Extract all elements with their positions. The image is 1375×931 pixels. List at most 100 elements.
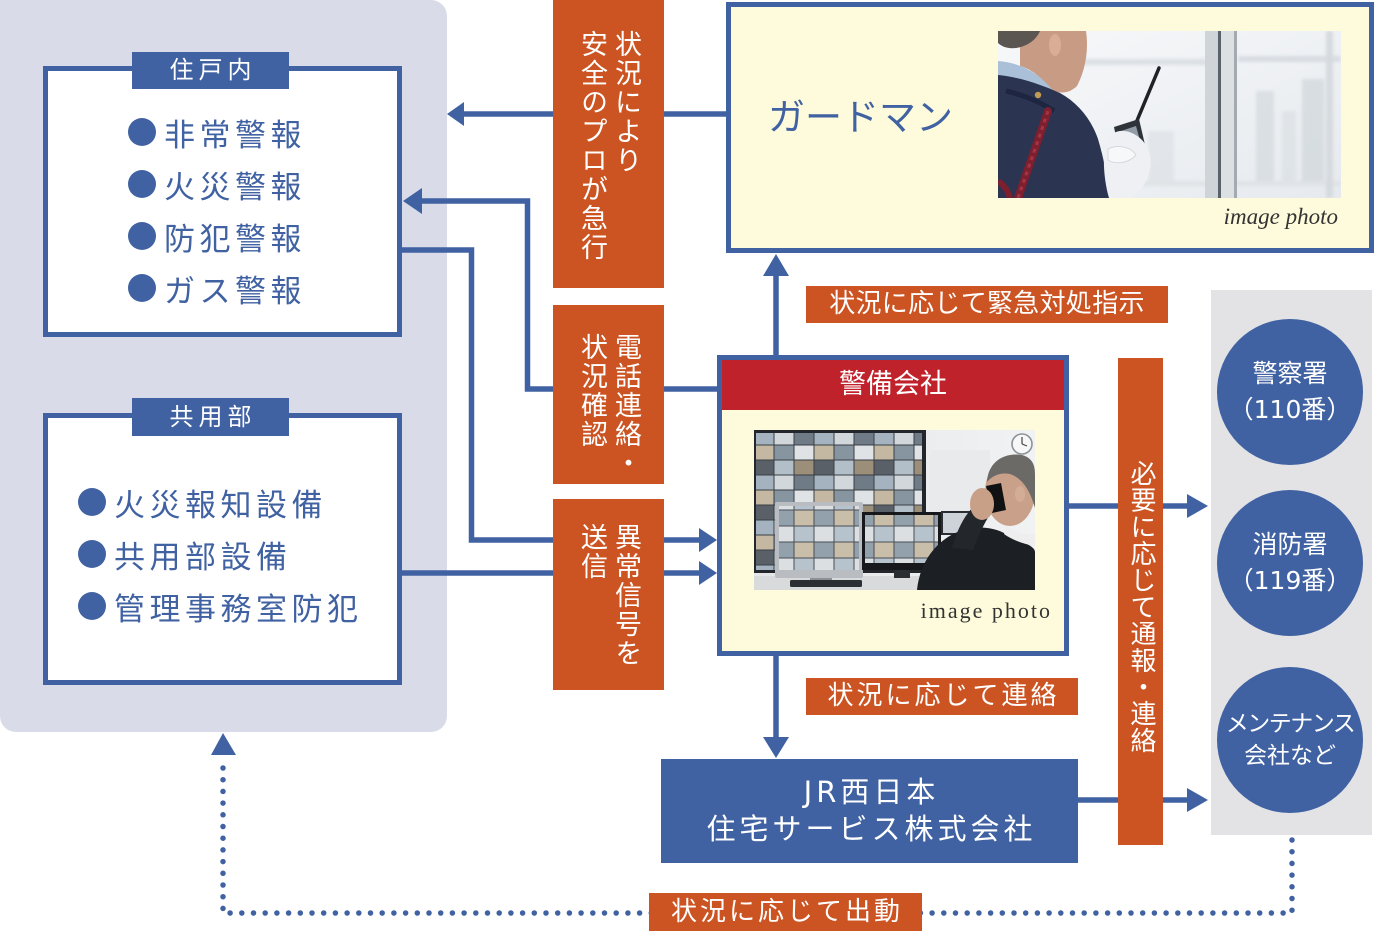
bullet-icon bbox=[128, 222, 156, 250]
label-line: 状況確認 bbox=[576, 333, 607, 449]
label-line: 電話連絡・ bbox=[610, 333, 641, 478]
connector-security-to-guardman bbox=[763, 254, 789, 356]
label-line: 送信 bbox=[576, 523, 607, 581]
unit-alarm-list: 非常警報 火災警報 防犯警報 ガス警報 bbox=[128, 106, 306, 314]
guard-head bbox=[1020, 31, 1087, 93]
window-bar bbox=[1058, 59, 1208, 65]
arrowhead-right-icon bbox=[699, 528, 717, 552]
unit-box-tag: 住戸内 bbox=[132, 52, 289, 89]
monitor-screen bbox=[865, 515, 938, 563]
keyboard bbox=[790, 580, 862, 587]
clock-hand bbox=[1021, 443, 1028, 447]
label-line: 状況により bbox=[610, 30, 641, 175]
agency-name: メンテナンス bbox=[1225, 711, 1356, 737]
common-area-box-tag: 共用部 bbox=[132, 398, 289, 436]
guardman-title: ガードマン bbox=[768, 96, 953, 139]
list-item-label: 管理事務室防犯 bbox=[114, 591, 363, 628]
label-report-contact: 必要に応じて通報・連絡 bbox=[1118, 358, 1163, 845]
list-item: 火災警報 bbox=[128, 158, 306, 210]
arrowhead-right-icon bbox=[699, 561, 717, 585]
list-item-label: 火災報知設備 bbox=[114, 487, 327, 524]
list-item-label: 防犯警報 bbox=[164, 221, 306, 258]
clock-icon bbox=[1011, 433, 1033, 455]
guardman-photo bbox=[998, 31, 1341, 198]
connector-security-to-jr bbox=[763, 655, 789, 758]
mullion-part bbox=[1205, 31, 1219, 198]
list-item-label: ガス警報 bbox=[164, 273, 306, 310]
guard-figure bbox=[998, 31, 1110, 198]
bullet-icon bbox=[78, 592, 106, 620]
guard-aiguillette-braid bbox=[1016, 110, 1050, 198]
operator-collar bbox=[1004, 526, 1035, 546]
arrowhead-left-icon bbox=[403, 188, 422, 214]
guard-button bbox=[1034, 91, 1042, 99]
operator-suit bbox=[917, 527, 1035, 590]
bullet-icon bbox=[128, 170, 156, 198]
window-bar bbox=[1238, 56, 1341, 62]
operator-hair bbox=[987, 454, 1035, 508]
guard-hair bbox=[998, 31, 1040, 49]
glove-fingers bbox=[1107, 146, 1137, 164]
guard-aiguillette-lower bbox=[998, 178, 1013, 198]
guardman-photo-caption: image photo bbox=[1223, 204, 1338, 229]
list-item-label: 共用部設備 bbox=[114, 539, 292, 576]
management-company-name-line: JR西日本 bbox=[803, 775, 940, 809]
label-contact-as-needed: 状況に応じて連絡 bbox=[806, 678, 1078, 715]
list-item: 火災報知設備 bbox=[78, 476, 363, 528]
label-line: 安全のプロが急行 bbox=[576, 30, 607, 262]
arrowhead-down-icon bbox=[763, 737, 789, 758]
list-item: ガス警報 bbox=[128, 262, 306, 314]
window-background bbox=[1058, 31, 1341, 198]
management-company-box: JR西日本 住宅サービス株式会社 bbox=[661, 759, 1078, 863]
arrowhead-up-icon bbox=[211, 733, 236, 755]
label-guard-rush-text: 状況により 安全のプロが急行 bbox=[574, 30, 642, 262]
distant-building bbox=[1302, 79, 1324, 181]
list-item-label: 火災警報 bbox=[164, 169, 306, 206]
agency-name: 消防署 bbox=[1252, 530, 1328, 559]
management-company-name-line: 住宅サービス株式会社 bbox=[706, 812, 1037, 846]
operator-ear bbox=[1015, 486, 1025, 502]
security-company-photo bbox=[754, 430, 1035, 590]
window-mullion bbox=[1205, 31, 1237, 198]
monitor-stand bbox=[894, 570, 910, 578]
label-report-contact-text: 必要に応じて通報・連絡 bbox=[1126, 460, 1156, 754]
arrowhead-right-icon bbox=[1187, 788, 1208, 812]
security-company-header: 警備会社 bbox=[722, 360, 1064, 410]
label-send-signal: 異常信号を 送信 bbox=[553, 499, 664, 690]
agency-detail: （119番） bbox=[1228, 566, 1352, 595]
monitor-screen bbox=[779, 506, 859, 570]
mullion-part bbox=[1221, 31, 1234, 198]
label-guard-rush: 状況により 安全のプロが急行 bbox=[553, 0, 664, 288]
arrowhead-up-icon bbox=[763, 254, 789, 276]
agency-maintenance-company: メンテナンス 会社など bbox=[1217, 667, 1363, 813]
agency-fire-department: 消防署 （119番） bbox=[1217, 490, 1363, 636]
label-line: 異常信号を bbox=[610, 523, 641, 668]
label-dispatch: 状況に応じて出動 bbox=[649, 893, 922, 931]
label-phone-check-text: 電話連絡・ 状況確認 bbox=[574, 333, 642, 478]
guard-ear bbox=[1049, 34, 1061, 56]
bullet-icon bbox=[128, 118, 156, 146]
list-item: 管理事務室防犯 bbox=[78, 580, 363, 632]
radio-antenna bbox=[1134, 66, 1161, 125]
operator-hand bbox=[970, 488, 994, 520]
bullet-icon bbox=[78, 488, 106, 516]
label-phone-check: 電話連絡・ 状況確認 bbox=[553, 305, 664, 484]
arrowhead-left-icon bbox=[447, 102, 464, 126]
list-item: 共用部設備 bbox=[78, 528, 363, 580]
common-area-equipment-list: 火災報知設備 共用部設備 管理事務室防犯 bbox=[78, 476, 363, 632]
distant-building bbox=[1282, 111, 1296, 181]
agency-detail: （110番） bbox=[1228, 395, 1352, 424]
agency-detail: 会社など bbox=[1244, 743, 1336, 769]
bullet-icon bbox=[78, 540, 106, 568]
list-item: 防犯警報 bbox=[128, 210, 306, 262]
window-bar bbox=[1058, 181, 1341, 186]
bullet-icon bbox=[128, 274, 156, 302]
label-send-signal-text: 異常信号を 送信 bbox=[574, 523, 642, 668]
mullion-part bbox=[1218, 31, 1221, 198]
window-post bbox=[1326, 31, 1333, 198]
mullion-part bbox=[1234, 31, 1237, 198]
unit-box bbox=[43, 66, 402, 337]
agency-police: 警察署 （110番） bbox=[1217, 319, 1363, 465]
white-glove bbox=[1103, 130, 1151, 198]
